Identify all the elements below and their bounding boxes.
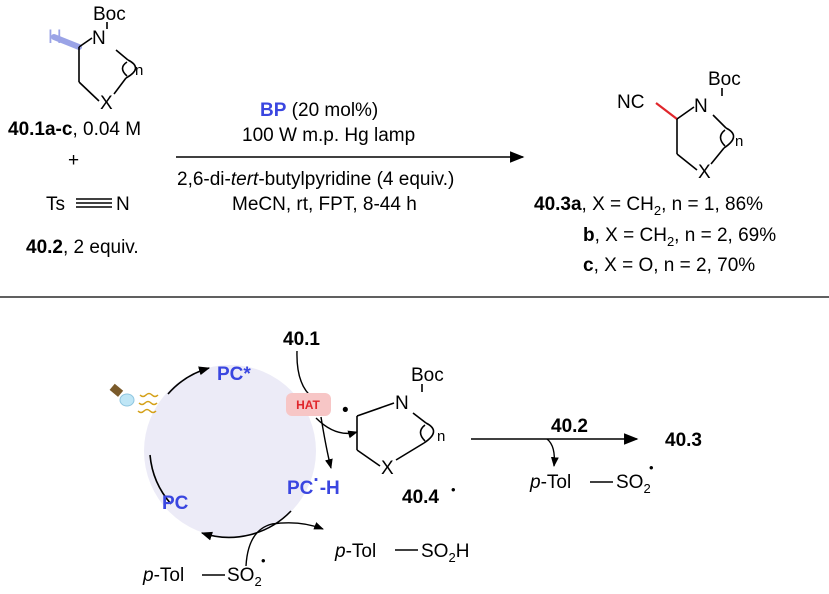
- substrate-40-1: 40.1: [283, 329, 320, 350]
- catalytic-cycle-fill: [144, 365, 316, 537]
- product-40-3: 40.3: [665, 430, 702, 451]
- solvent-line: MeCN, rt, FPT, 8-44 h: [232, 194, 417, 215]
- ring-n: n: [135, 62, 143, 79]
- nitrile-group: NC: [617, 92, 644, 113]
- radical-ring-n: n: [437, 428, 445, 445]
- product-result-b: b, X = CH2, n = 2, 69%: [583, 225, 776, 249]
- hat-substrate-arrow: [296, 350, 314, 399]
- product-result-c: c, X = O, n = 2, 70%: [583, 255, 755, 276]
- radical-nitrogen: N: [395, 393, 409, 414]
- lamp-icon: [109, 383, 135, 407]
- radical-dot: •: [342, 400, 349, 421]
- hat-label: HAT: [296, 398, 320, 412]
- reagent-label: 40.2, 2 equiv.: [26, 237, 139, 258]
- sulfonyl-radical-in: p-Tol: [142, 565, 184, 586]
- lamp-line: 100 W m.p. Hg lamp: [242, 125, 415, 146]
- pc-ground: PC: [162, 493, 189, 514]
- sulfinic-acid: p-Tol: [334, 541, 376, 562]
- catalyst-line: BP (20 mol%): [260, 100, 378, 121]
- nitrogen-atom: N: [92, 28, 106, 49]
- sulfonyl-radical-released: p-Tol: [529, 472, 571, 493]
- light-wave-icon: [137, 392, 159, 414]
- hat-badge: [286, 393, 331, 416]
- boc-group: Boc: [93, 4, 126, 25]
- sulfonyl-radical-in-dot: •: [261, 553, 266, 568]
- radical-label: 40.4: [402, 487, 439, 508]
- trap-reagent-40-2: 40.2: [551, 416, 588, 437]
- sulfinic-acid-so2h: SO2H: [421, 541, 469, 565]
- product-40-3-structure: NC Boc N X n: [617, 69, 743, 183]
- radical-boc: Boc: [411, 365, 444, 386]
- substrate-label: 40.1a-c, 0.04 M: [8, 119, 141, 140]
- base-line: 2,6-di-tert-butylpyridine (4 equiv.): [177, 169, 454, 190]
- hydrogen-atom: H: [48, 27, 62, 48]
- hat-to-radical-arrow: [315, 417, 358, 439]
- product-boc: Boc: [708, 69, 741, 90]
- sulfonyl-radical-in-so2: SO2: [227, 565, 262, 589]
- product-ring-x: X: [698, 162, 711, 183]
- sulfonyl-release-arrow: [546, 438, 559, 467]
- new-c-c-bond: [655, 102, 678, 120]
- plus-sign: +: [68, 150, 79, 171]
- pc-reduced: PC·-H: [287, 470, 340, 499]
- sulfonyl-radical-entry-arrow: [245, 522, 324, 567]
- c-h-bond-highlight: [51, 34, 82, 50]
- radical-label-dot: •: [451, 482, 456, 497]
- pc-excited: PC*: [217, 364, 251, 385]
- nitrile-n: N: [116, 194, 130, 215]
- sulfonyl-radical-released-dot: •: [649, 460, 654, 475]
- radical-40-4-structure: • Boc N X n: [342, 365, 445, 479]
- cycle-arc-left: [149, 454, 172, 505]
- sulfonyl-radical-released-so2: SO2: [616, 472, 651, 496]
- cycle-arc-excitation: [167, 366, 211, 395]
- cycle-arc-regeneration: [200, 510, 292, 541]
- tosyl-cyanide-structure: Ts N: [46, 194, 130, 215]
- radical-ring-x: X: [381, 458, 394, 479]
- product-result-a: 40.3a, X = CH2, n = 1, 86%: [534, 194, 763, 218]
- product-ring-n: n: [735, 133, 743, 150]
- hat-to-pc-h-arrow: [320, 416, 333, 469]
- substrate-40-1-structure: H N Boc X n: [48, 4, 143, 114]
- ts-group: Ts: [46, 194, 65, 215]
- product-nitrogen: N: [694, 96, 708, 117]
- ring-x: X: [100, 93, 113, 114]
